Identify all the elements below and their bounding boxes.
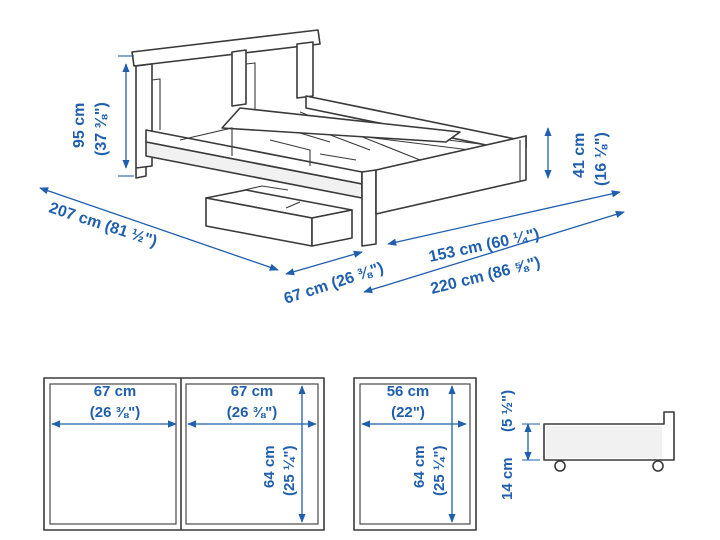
bed-illustration xyxy=(131,29,527,247)
drawer-b-width: 67 cm xyxy=(231,383,274,400)
length-label: 207 cm (81 ½") xyxy=(47,200,159,251)
storage-lid xyxy=(221,107,461,143)
drawer-b-width-in: (26 ⅜") xyxy=(227,404,277,421)
bed-dimension-lines xyxy=(39,55,625,294)
headboard xyxy=(131,29,321,169)
caster-wheel xyxy=(652,460,664,472)
small-drawer xyxy=(353,377,477,531)
small-drawer-depth: 64 cm xyxy=(411,445,428,488)
drawer-side-height-in: (5 ½") xyxy=(499,390,516,432)
drawer-side-view xyxy=(522,411,675,472)
large-drawer-pair xyxy=(43,377,325,531)
drawer-illustration xyxy=(205,185,353,247)
caster-wheel xyxy=(554,460,566,472)
small-drawer-depth-in: (25 ¼") xyxy=(431,446,448,496)
footboard xyxy=(361,135,527,247)
drawer-depth-in: (25 ¼") xyxy=(281,446,298,496)
drawer-a-width: 67 cm xyxy=(94,383,137,400)
drawer-depth-label: 67 cm (26 ⅜") xyxy=(282,260,386,308)
small-drawer-width: 56 cm xyxy=(387,383,430,400)
height-inches-label: (37 ⅜") xyxy=(93,102,110,156)
drawer-side-height: 14 cm xyxy=(499,457,516,500)
height-label: 95 cm xyxy=(71,103,88,148)
side-height-label: 41 cm xyxy=(571,133,588,178)
drawer-depth: 64 cm xyxy=(261,445,278,488)
drawer-a-width-in: (26 ⅜") xyxy=(90,404,140,421)
side-height-inches-label: (16 ⅛") xyxy=(593,132,610,186)
small-drawer-width-in: (22") xyxy=(391,404,425,421)
